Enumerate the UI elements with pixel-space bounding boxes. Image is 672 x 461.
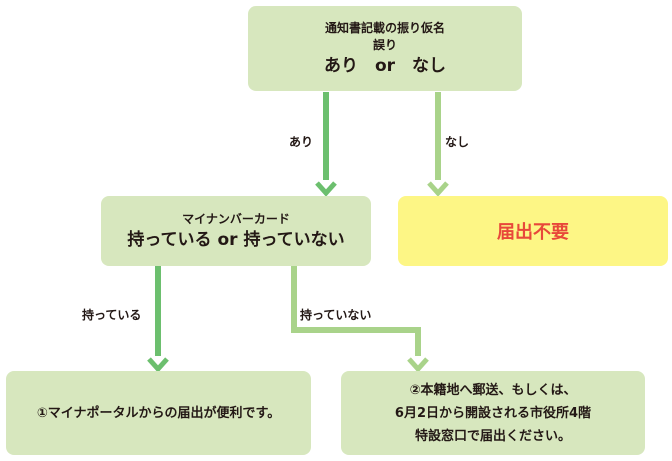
edge-label-motteinai: 持っていない [300, 308, 372, 322]
question-mynumber-card: マイナンバーカード 持っている or 持っていない [101, 196, 371, 266]
result-mail-or-counter: ②本籍地へ郵送、もしくは、 6月2日から開設される市役所4階 特設窓口で届出くだ… [341, 371, 645, 455]
result2-line1: ②本籍地へ郵送、もしくは、 [409, 382, 577, 398]
top-line2: 誤り [372, 37, 397, 52]
arrow-motteinai [291, 266, 421, 356]
result2-line2: 6月2日から開設される市役所4階 [394, 405, 592, 421]
edge-label-ari: あり [289, 135, 314, 149]
top-line1: 通知書記載の振り仮名 [324, 20, 445, 35]
question-furigana-error: 通知書記載の振り仮名 誤り あり or なし [248, 6, 522, 91]
not-required-label: 届出不要 [497, 222, 569, 243]
result2-line3: 特設窓口で届出ください。 [414, 428, 571, 444]
edge-label-nashi: なし [445, 135, 470, 149]
mynumber-line1: マイナンバーカード [182, 211, 290, 226]
arrowhead-motteinai [407, 357, 429, 373]
arrowhead-nashi [427, 181, 449, 197]
result-mynaportal: ①マイナポータルからの届出が便利です。 [6, 371, 311, 455]
top-line3: あり or なし [323, 55, 447, 76]
arrowhead-ari [315, 181, 337, 197]
edge-label-motteiru: 持っている [82, 308, 142, 322]
result-not-required: 届出不要 [398, 196, 668, 266]
result1-line1: ①マイナポータルからの届出が便利です。 [36, 405, 281, 421]
arrowhead-motteiru [147, 357, 169, 373]
mynumber-line2: 持っている or 持っていない [127, 229, 345, 250]
